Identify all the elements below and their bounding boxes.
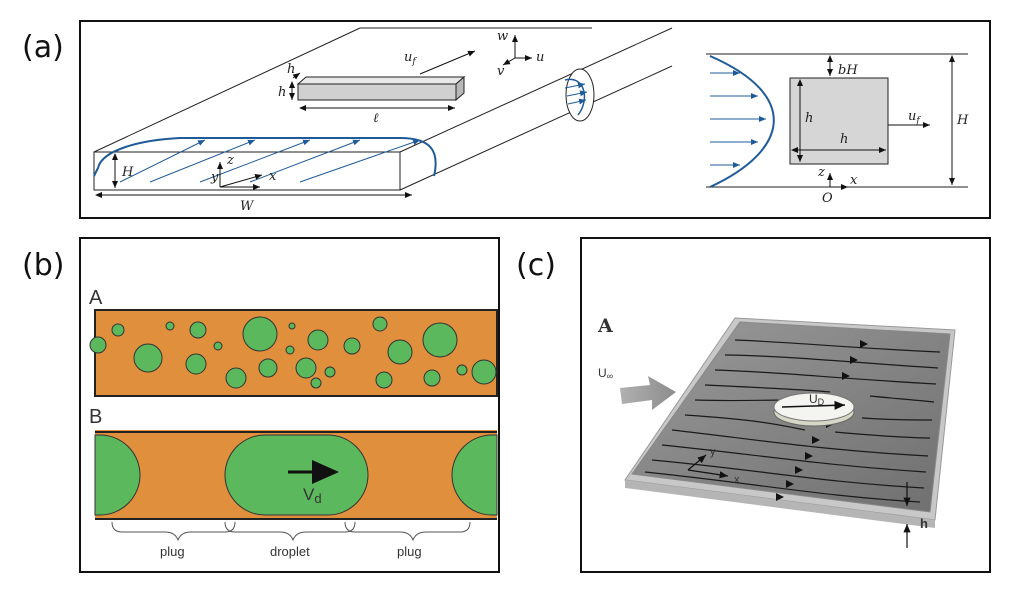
label-z-right: z xyxy=(817,165,825,180)
dimension-lines-right xyxy=(791,55,955,190)
inflow-arrow xyxy=(620,376,676,410)
label-x-right: x xyxy=(850,173,858,188)
label-z: z xyxy=(226,153,234,168)
label-u: u xyxy=(536,50,544,65)
label-Uinf: U∞ xyxy=(598,366,613,381)
label-y: y xyxy=(210,170,219,185)
axes-c xyxy=(687,454,729,479)
label-droplet: droplet xyxy=(270,544,310,559)
plug-droplets xyxy=(94,434,498,516)
label-v: v xyxy=(497,64,505,79)
panel-b-sublabel-a: A xyxy=(89,287,103,309)
panel-label-a: (a) xyxy=(22,30,64,65)
label-bH: bH xyxy=(838,63,858,78)
profile-arrows xyxy=(710,70,766,168)
bar-particle xyxy=(296,75,466,102)
label-H-right: H xyxy=(956,113,969,128)
label-H-channel: H xyxy=(121,165,134,180)
label-ell: ℓ xyxy=(373,111,379,126)
label-x: x xyxy=(269,169,277,184)
label-vd: Vd xyxy=(303,485,322,506)
panel-label-c: (c) xyxy=(516,248,556,283)
dimension-lines-a xyxy=(95,35,532,198)
label-W: W xyxy=(240,199,255,214)
droplet-velocity-c xyxy=(781,400,846,410)
label-O: O xyxy=(822,191,833,206)
channel-3d xyxy=(93,27,673,191)
label-h-bar: h xyxy=(278,85,286,100)
flow-arrows-3d xyxy=(119,82,588,183)
label-h-small: h xyxy=(287,62,295,77)
streamlines xyxy=(644,339,941,503)
label-h-vert: h xyxy=(805,111,813,126)
label-w: w xyxy=(497,29,508,44)
label-h-c: h xyxy=(920,516,928,531)
panel-b-sublabel-b: B xyxy=(89,406,102,428)
panel-c-sublabel-a: A xyxy=(597,315,613,337)
label-h-horiz: h xyxy=(840,132,848,147)
velocity-profile-3d xyxy=(93,78,586,177)
label-plug-left: plug xyxy=(160,544,185,559)
label-x-c: x xyxy=(734,474,740,486)
braces xyxy=(111,521,471,542)
parabolic-profile xyxy=(709,55,775,188)
label-uf: uf xyxy=(404,50,417,67)
emulsion-droplets xyxy=(89,316,497,389)
panel-label-b: (b) xyxy=(22,248,65,283)
label-y-c: y xyxy=(710,446,716,458)
label-UD: UD xyxy=(809,392,825,407)
label-uf-right: uf xyxy=(908,109,921,126)
label-plug-right: plug xyxy=(397,544,422,559)
